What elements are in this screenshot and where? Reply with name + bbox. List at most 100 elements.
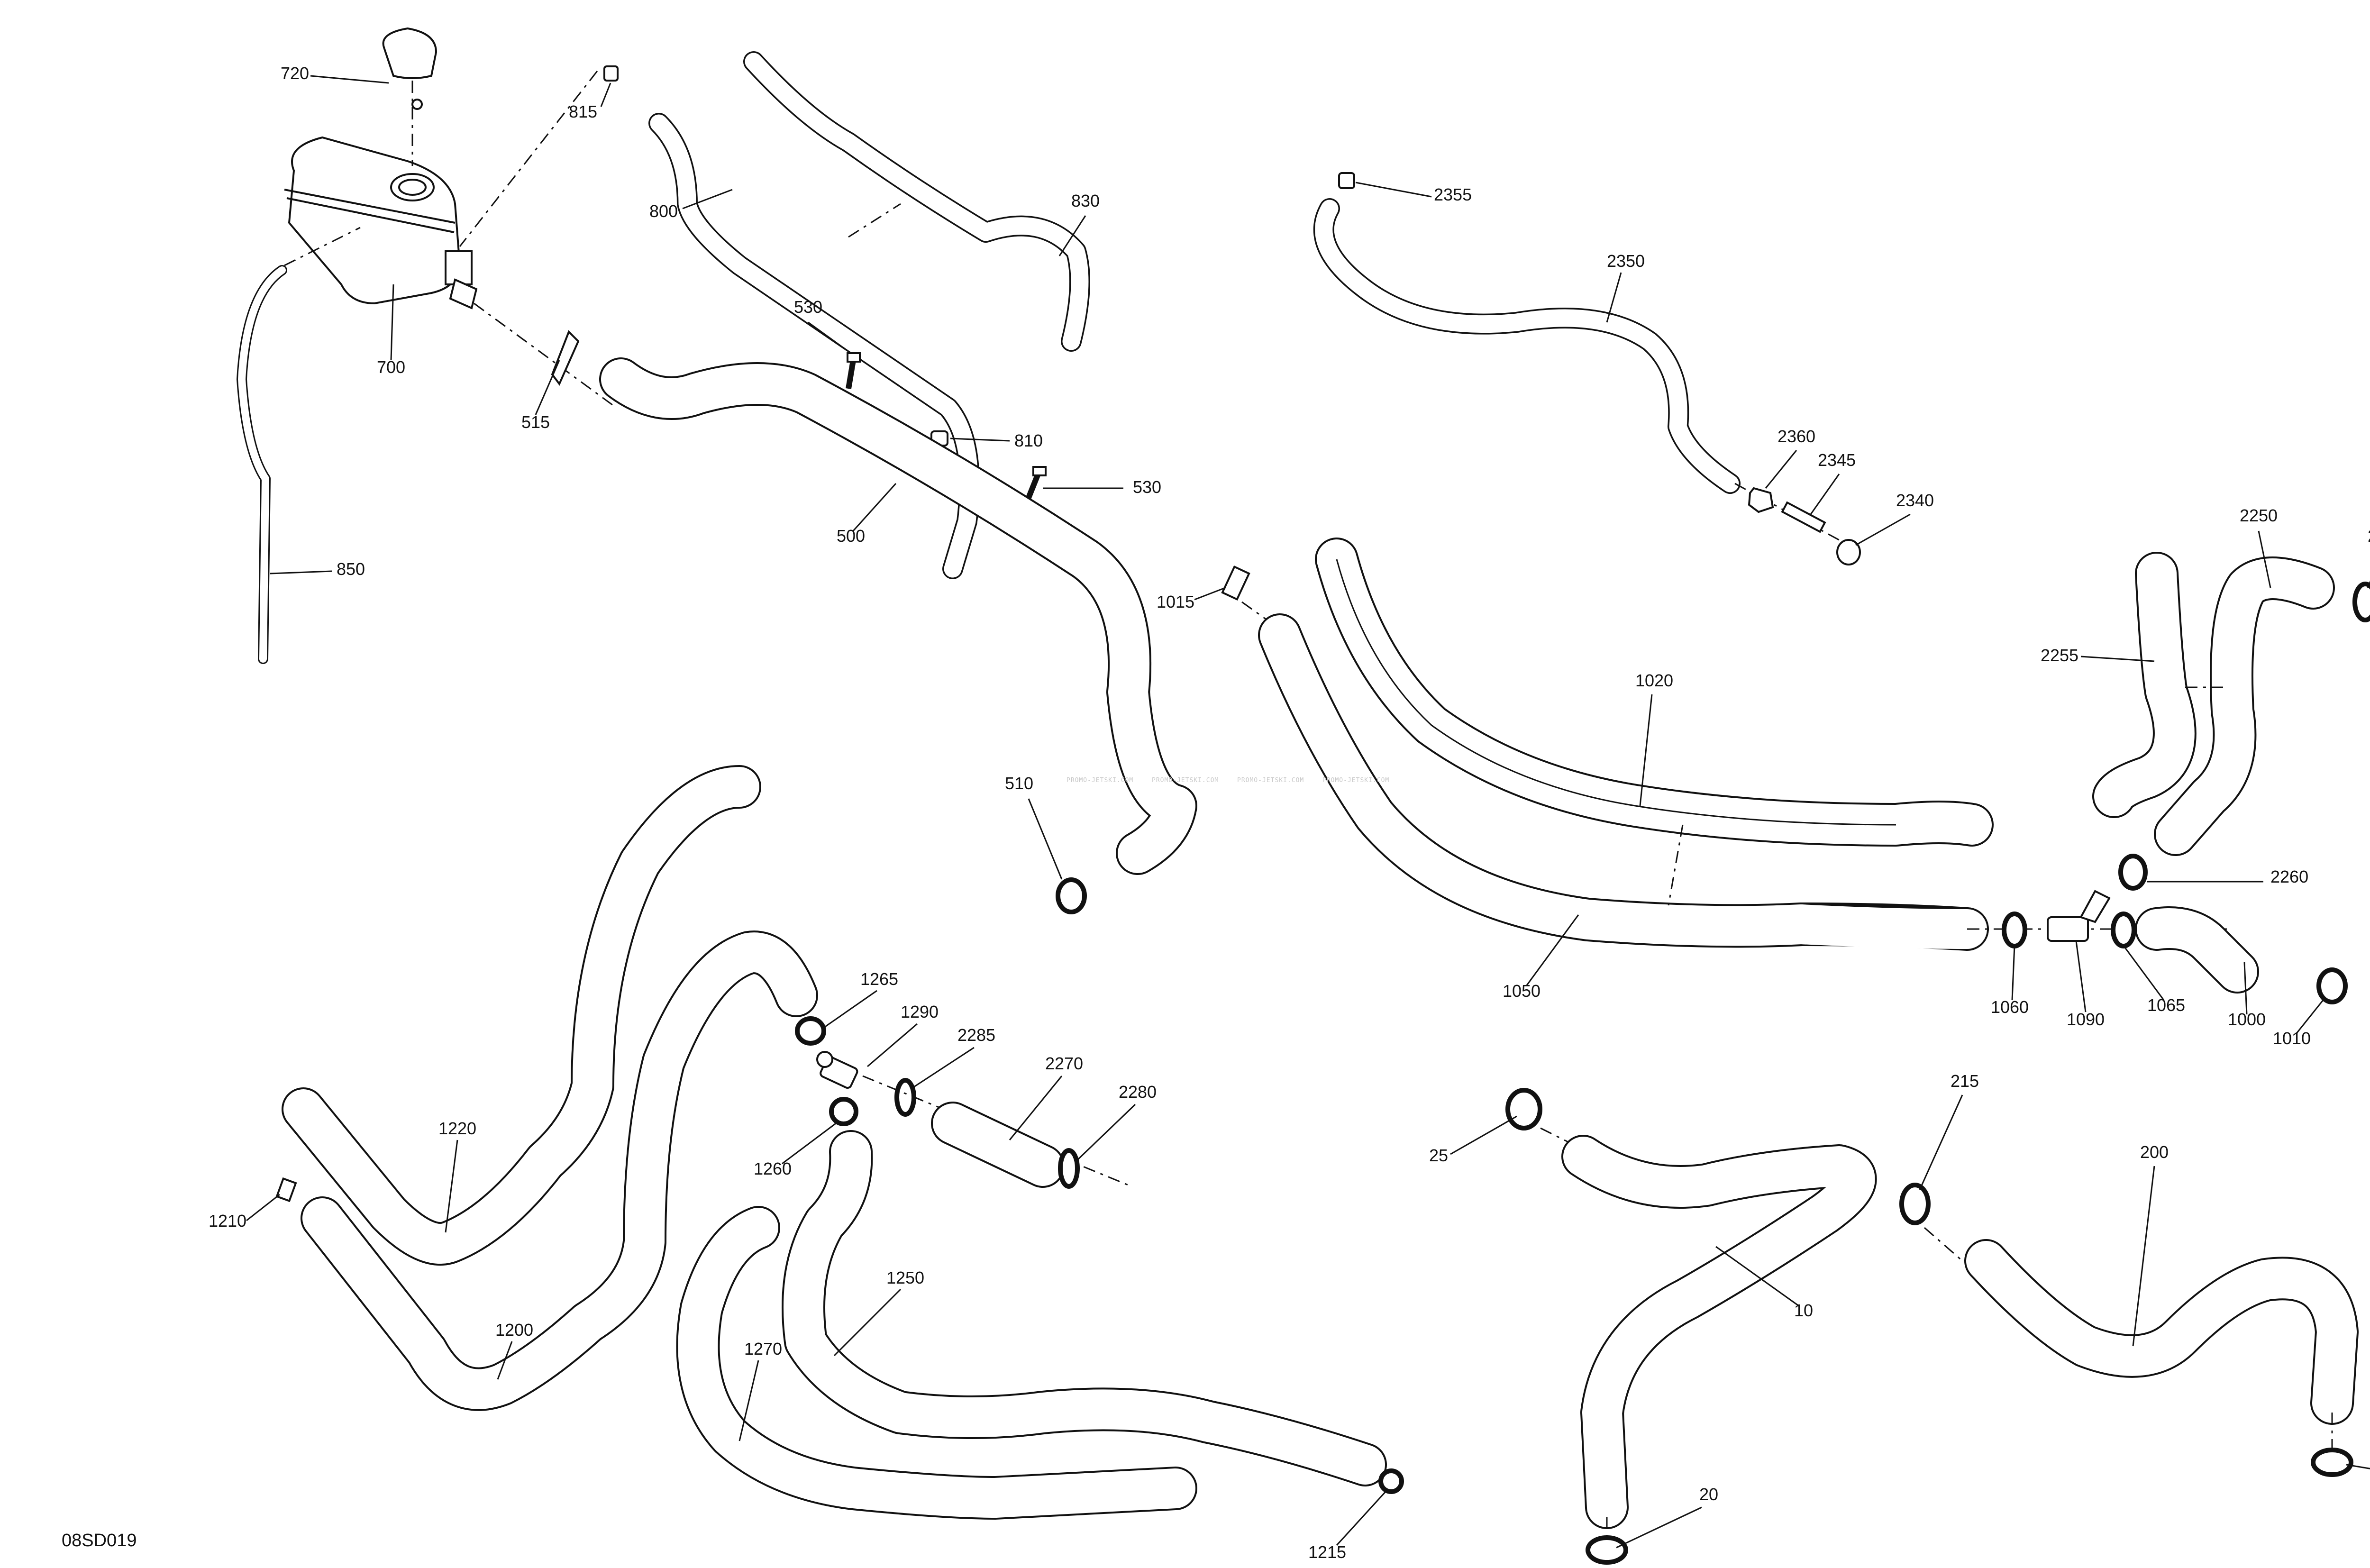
leader-line	[2258, 530, 2271, 588]
callout-1215: 1215	[1308, 1490, 1387, 1562]
clamp-1060-part[interactable]	[2002, 912, 2027, 948]
callout-label: 2280	[1119, 1082, 1157, 1102]
leader-line	[852, 483, 897, 532]
leader-line	[1525, 914, 1579, 986]
clamp-215-part[interactable]	[1899, 1183, 1931, 1225]
callout-2260: 2260	[2147, 867, 2308, 886]
overflow-hose-850[interactable]	[237, 265, 287, 664]
clamp-2265-part[interactable]	[2352, 582, 2370, 622]
nut-2360-part[interactable]	[1748, 487, 1774, 513]
leader-line	[1194, 587, 1226, 601]
screw-530b-part[interactable]	[1026, 466, 1047, 499]
leader-line	[2075, 940, 2087, 1012]
callout-label: 1060	[1991, 997, 2029, 1017]
callout-2250: 2250	[2240, 506, 2278, 588]
hose-1250[interactable]	[782, 1130, 1387, 1486]
leader-line	[497, 1341, 513, 1380]
callout-label: 1260	[754, 1159, 792, 1178]
tee-fitting-1090-part[interactable]	[2047, 890, 2111, 942]
leader-line	[1336, 1490, 1387, 1546]
callout-label: 850	[337, 559, 365, 579]
screw-530a-part[interactable]	[846, 352, 861, 389]
leader-line	[1810, 474, 1840, 515]
watermark-text: PROMO-JETSKI.COM	[1237, 777, 1304, 784]
callout-label: 2250	[2240, 506, 2278, 525]
callout-label: 1265	[860, 969, 898, 989]
leader-line	[1450, 1115, 1517, 1155]
callout-1050: 1050	[1503, 914, 1579, 1001]
small-clamp-815-part[interactable]	[603, 65, 619, 82]
callout-label: 1290	[901, 1002, 939, 1021]
gasket-515-part[interactable]	[551, 330, 580, 386]
callout-label: 800	[649, 201, 678, 221]
clamp-2280-part[interactable]	[1058, 1148, 1080, 1189]
fitting-2340-part[interactable]	[1836, 539, 1861, 565]
callout-2255: 2255	[2041, 646, 2155, 665]
coolant-reservoir-part[interactable]	[284, 136, 478, 310]
clamp-510-part[interactable]	[1056, 877, 1087, 914]
fitting-2345-part[interactable]	[1781, 501, 1826, 533]
hose-1270[interactable]	[676, 1206, 1197, 1520]
clamp-20-part[interactable]	[1586, 1535, 1628, 1565]
callout-2350: 2350	[1606, 251, 1645, 323]
callout-label: 1270	[744, 1339, 782, 1358]
elbow-hose-1000[interactable]	[2135, 906, 2259, 994]
callout-810: 810	[950, 431, 1043, 450]
clamp-210-part[interactable]	[2311, 1448, 2353, 1477]
callout-label: 500	[837, 526, 865, 546]
leader-line	[682, 189, 733, 210]
callout-label: 1020	[1635, 671, 1673, 690]
clamp-1065-part[interactable]	[2111, 912, 2136, 948]
hose-500[interactable]	[599, 357, 1197, 875]
callout-2340: 2340	[1855, 491, 1934, 546]
callout-2355: 2355	[1355, 182, 1472, 204]
clamp-1215-part[interactable]	[1378, 1468, 1404, 1494]
fitting-1015-part[interactable]	[1221, 565, 1250, 601]
hose-1200[interactable]	[301, 930, 818, 1411]
callout-label: 810	[1014, 431, 1043, 450]
callout-label: 1050	[1503, 981, 1540, 1001]
reservoir-cap-part[interactable]	[382, 27, 438, 110]
callout-215: 215	[1919, 1071, 1979, 1190]
callout-1010: 1010	[2273, 997, 2326, 1048]
callout-label: 10	[1794, 1301, 1813, 1320]
callout-label: 815	[569, 102, 597, 121]
callout-label: 515	[521, 412, 550, 432]
leader-line	[822, 990, 877, 1030]
hose-2255[interactable]	[2092, 552, 2197, 818]
hose-200[interactable]	[1964, 1239, 2359, 1425]
callout-label: 1220	[438, 1119, 476, 1138]
hose-2250[interactable]	[2154, 556, 2335, 856]
clamp-2285-part[interactable]	[894, 1078, 916, 1117]
clamp-1260-part[interactable]	[829, 1097, 858, 1126]
hose-2350[interactable]	[1313, 198, 1741, 494]
leader-line	[1616, 1506, 1702, 1549]
plug-1210-part[interactable]	[275, 1177, 297, 1203]
callout-210: 210	[2346, 1464, 2370, 1469]
hose-830[interactable]	[743, 51, 1090, 352]
clamp-1265-part[interactable]	[795, 1016, 826, 1046]
callout-label: 215	[1951, 1071, 1979, 1091]
callout-label: 510	[1005, 774, 1033, 793]
callout-1220: 1220	[438, 1119, 476, 1233]
leader-line	[833, 1288, 902, 1357]
hose-1220[interactable]	[282, 765, 761, 1266]
callout-1090: 1090	[2067, 940, 2105, 1029]
hose-10[interactable]	[1561, 1135, 1877, 1529]
leader-line	[1715, 1246, 1799, 1307]
elbow-fitting-1290-part[interactable]	[816, 1051, 858, 1089]
small-clamp-2355-part[interactable]	[1338, 172, 1355, 189]
clamp-2260-part[interactable]	[2118, 854, 2148, 891]
hose-2270[interactable]	[931, 1102, 1065, 1188]
callout-label: 200	[2140, 1142, 2169, 1162]
hose-1020[interactable]	[1315, 538, 1994, 847]
callout-720: 720	[281, 64, 389, 84]
leader-line	[782, 1120, 839, 1165]
hose-1050[interactable]	[1258, 613, 1989, 951]
clamp-1010-part[interactable]	[2316, 967, 2348, 1004]
leader-line	[867, 1023, 918, 1067]
leader-line	[535, 360, 560, 415]
callout-530a: 530	[794, 297, 851, 354]
clamp-25-part[interactable]	[1505, 1088, 1542, 1130]
callout-500: 500	[837, 483, 897, 546]
